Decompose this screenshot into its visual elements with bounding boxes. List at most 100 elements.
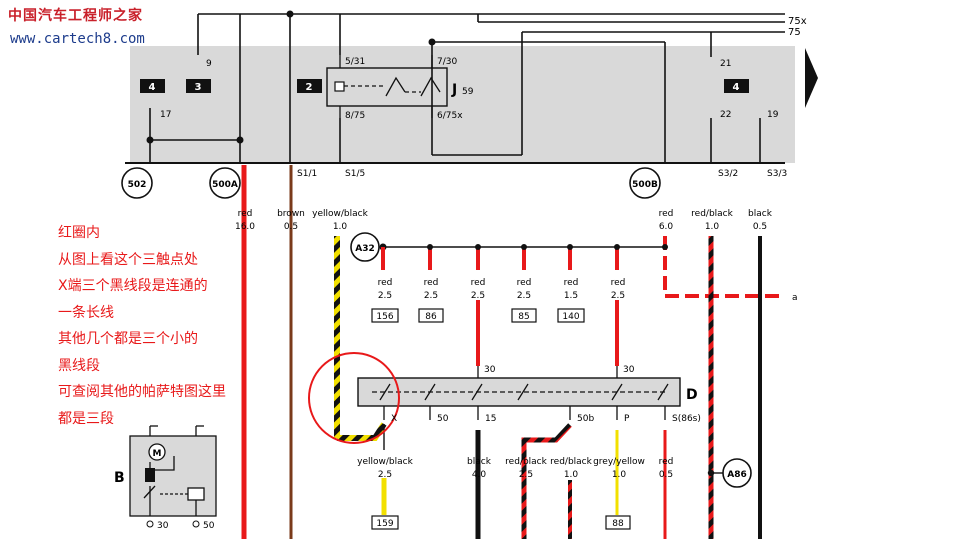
wire-size: 1.0 [705,222,720,232]
ref-labels: 156 86 85 140 159 88 [376,312,624,529]
side-ref: a [792,293,798,303]
box-label: 4 [149,82,156,93]
wire-color: red [564,278,579,288]
wire-size: 2.5 [519,470,533,480]
starter-pin-label: 30 [157,521,169,531]
wire-color: black [467,457,492,467]
connector-bubbles [121,167,752,488]
wire-red-6 [663,236,780,298]
annotation-line: 都是三段 [58,410,114,427]
box-label: 3 [195,82,202,93]
fuse-wire-labels: red 2.5 red 2.5 red 2.5 red 2.5 red 1.5 … [378,278,626,301]
box-3 [186,79,211,93]
ref-label: 159 [376,519,393,529]
ref-boxes [371,308,631,530]
junction-dots [146,10,436,251]
wire-color: red/black [505,457,547,467]
wire-size: 2.5 [424,291,438,301]
switch-pin-label: 50 [437,414,449,424]
pin-label: 9 [206,59,212,69]
starter-box [129,435,217,517]
starter-internals [143,425,205,516]
terminal-label: S3/3 [767,169,787,179]
switch-pin-label: 15 [485,414,496,424]
wire-red-black-25 [521,423,572,539]
wire-size: 2.5 [378,291,392,301]
wire-color: brown [277,209,305,219]
ref-label: 86 [425,312,437,322]
fuse-wires [381,247,619,366]
wire-color: red [611,278,626,288]
relay-sublabel: 59 [462,87,474,97]
annotation-line: 其他几个都是三个小的 [58,331,198,347]
switch-pin-label: S(86s) [672,414,701,424]
wire-size: 1.0 [612,470,627,480]
switch-label: D [686,387,698,403]
wire-size: 6.0 [659,222,674,232]
pin-label: 8/75 [345,111,365,121]
starter-motor-label: M [153,449,162,459]
wire-color: red/black [691,209,733,219]
wire-size: 0.5 [284,222,298,232]
relay-pin-labels: 9 17 5/31 7/30 8/75 6/75x 21 22 19 J 59 [160,57,779,121]
box-label: 4 [733,82,740,93]
ref-label: 88 [612,519,624,529]
ref-label: 85 [518,312,529,322]
relay-label: J [451,82,457,98]
continue-arrow-icon [805,48,818,108]
switch-contacts [372,366,669,420]
switch-pin-label: 30 [623,365,635,375]
wire-color: red [471,278,486,288]
pin-label: 6/75x [437,111,463,121]
wire-size: 2.5 [471,291,485,301]
terminal-label: S3/2 [718,169,738,179]
annotation-line: X端三个黑线段是连通的 [58,278,208,294]
wire-size: 4.0 [472,470,487,480]
annotation-text: 红圈内 从图上看这个三触点处 X端三个黑线段是连通的 一条长线 其他几个都是三个… [58,220,226,432]
wire-size: 2.5 [378,470,392,480]
connector-label: A32 [355,244,375,254]
terminal-label: S1/5 [345,169,365,179]
relay-contacts [339,55,441,118]
box-4-left [140,79,165,93]
bus-label-75x: 75x [788,16,807,27]
box-4-right [724,79,749,93]
wire-size: 16.0 [235,222,255,232]
wire-labels-top: red 16.0 brown 0.5 yellow/black 1.0 red … [235,209,773,232]
pin-label: 19 [767,110,779,120]
switch-pin-label: X [391,414,397,424]
pin-label: 7/30 [437,57,457,67]
highlight-circle [308,352,400,444]
wire-color: red [238,209,253,219]
relay-panel [130,46,795,163]
watermark-url: www.cartech8.com [10,31,145,47]
ref-label: 156 [376,312,393,322]
connector-label: A86 [727,470,747,480]
starter-pin-label: 50 [203,521,215,531]
annotation-line: 可查阅其他的帕萨特图这里 [58,384,226,400]
connector-label: 502 [128,180,147,190]
wire-color: yellow/black [357,457,413,467]
starter-solenoid [145,468,155,482]
annotation-line: 红圈内 [58,225,100,241]
box-label: 2 [306,82,313,93]
relay-coil [334,81,345,92]
terminal-label: S1/1 [297,169,317,179]
wire-color: yellow/black [312,209,368,219]
starter-label: B [114,470,125,486]
wire-size: 2.5 [611,291,625,301]
wire-color: red [424,278,439,288]
wire-color: black [748,209,773,219]
fuse-nodes [427,244,668,250]
wire-size: 0.5 [753,222,767,232]
wire-color: grey/yellow [593,457,645,467]
wire-labels-bottom: yellow/black 2.5 black 4.0 red/black 2.5… [357,457,673,480]
ref-label: 140 [562,312,579,322]
wire-size: 1.5 [564,291,578,301]
connector-label: 500A [212,180,238,190]
switch-pin-label: P [624,414,630,424]
pin-label: 22 [720,110,731,120]
wire-size: 0.5 [659,470,673,480]
switch-pin-label: 50b [577,414,594,424]
